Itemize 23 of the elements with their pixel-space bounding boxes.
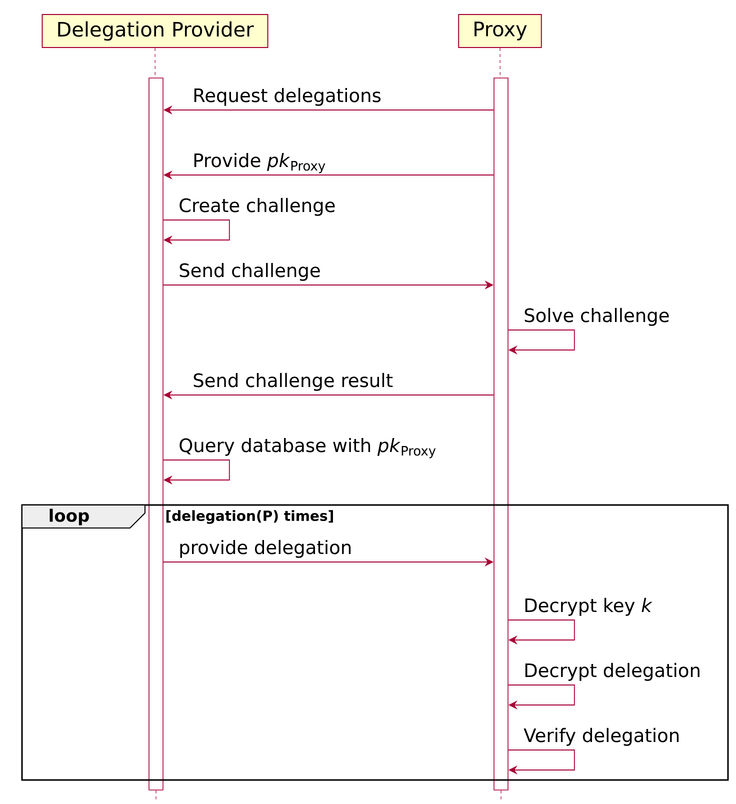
edge-label: Query database with pk$_{Proxy}$ xyxy=(180,438,436,458)
self-arrow xyxy=(508,330,575,355)
self-arrow xyxy=(508,620,575,645)
self-arrow xyxy=(508,684,575,710)
self-arrow xyxy=(508,750,575,775)
edge-label: Create challenge xyxy=(180,198,335,216)
edge-label: provide delegation xyxy=(180,540,351,558)
edge-label: Send challenge result xyxy=(194,372,393,391)
edge-label: Solve challenge xyxy=(524,308,669,326)
edge-label: Send challenge xyxy=(180,262,320,281)
self-arrow xyxy=(162,220,230,245)
activation-bar xyxy=(148,78,164,790)
edge-label: Provide pk$_{Proxy}$ xyxy=(194,152,326,174)
edge-label: Decrypt key k xyxy=(525,598,652,616)
edge-label: Decrypt delegation xyxy=(525,662,700,681)
participant-box: Delegation Provider xyxy=(42,14,268,48)
edge-label: Request delegations xyxy=(194,88,381,106)
activation-bar xyxy=(494,78,508,790)
participant-box: Proxy xyxy=(458,14,542,48)
self-arrow xyxy=(162,460,230,485)
lifeline xyxy=(154,48,156,78)
edge-label: Verify delegation xyxy=(524,728,679,746)
loop-label: loop xyxy=(50,508,89,526)
